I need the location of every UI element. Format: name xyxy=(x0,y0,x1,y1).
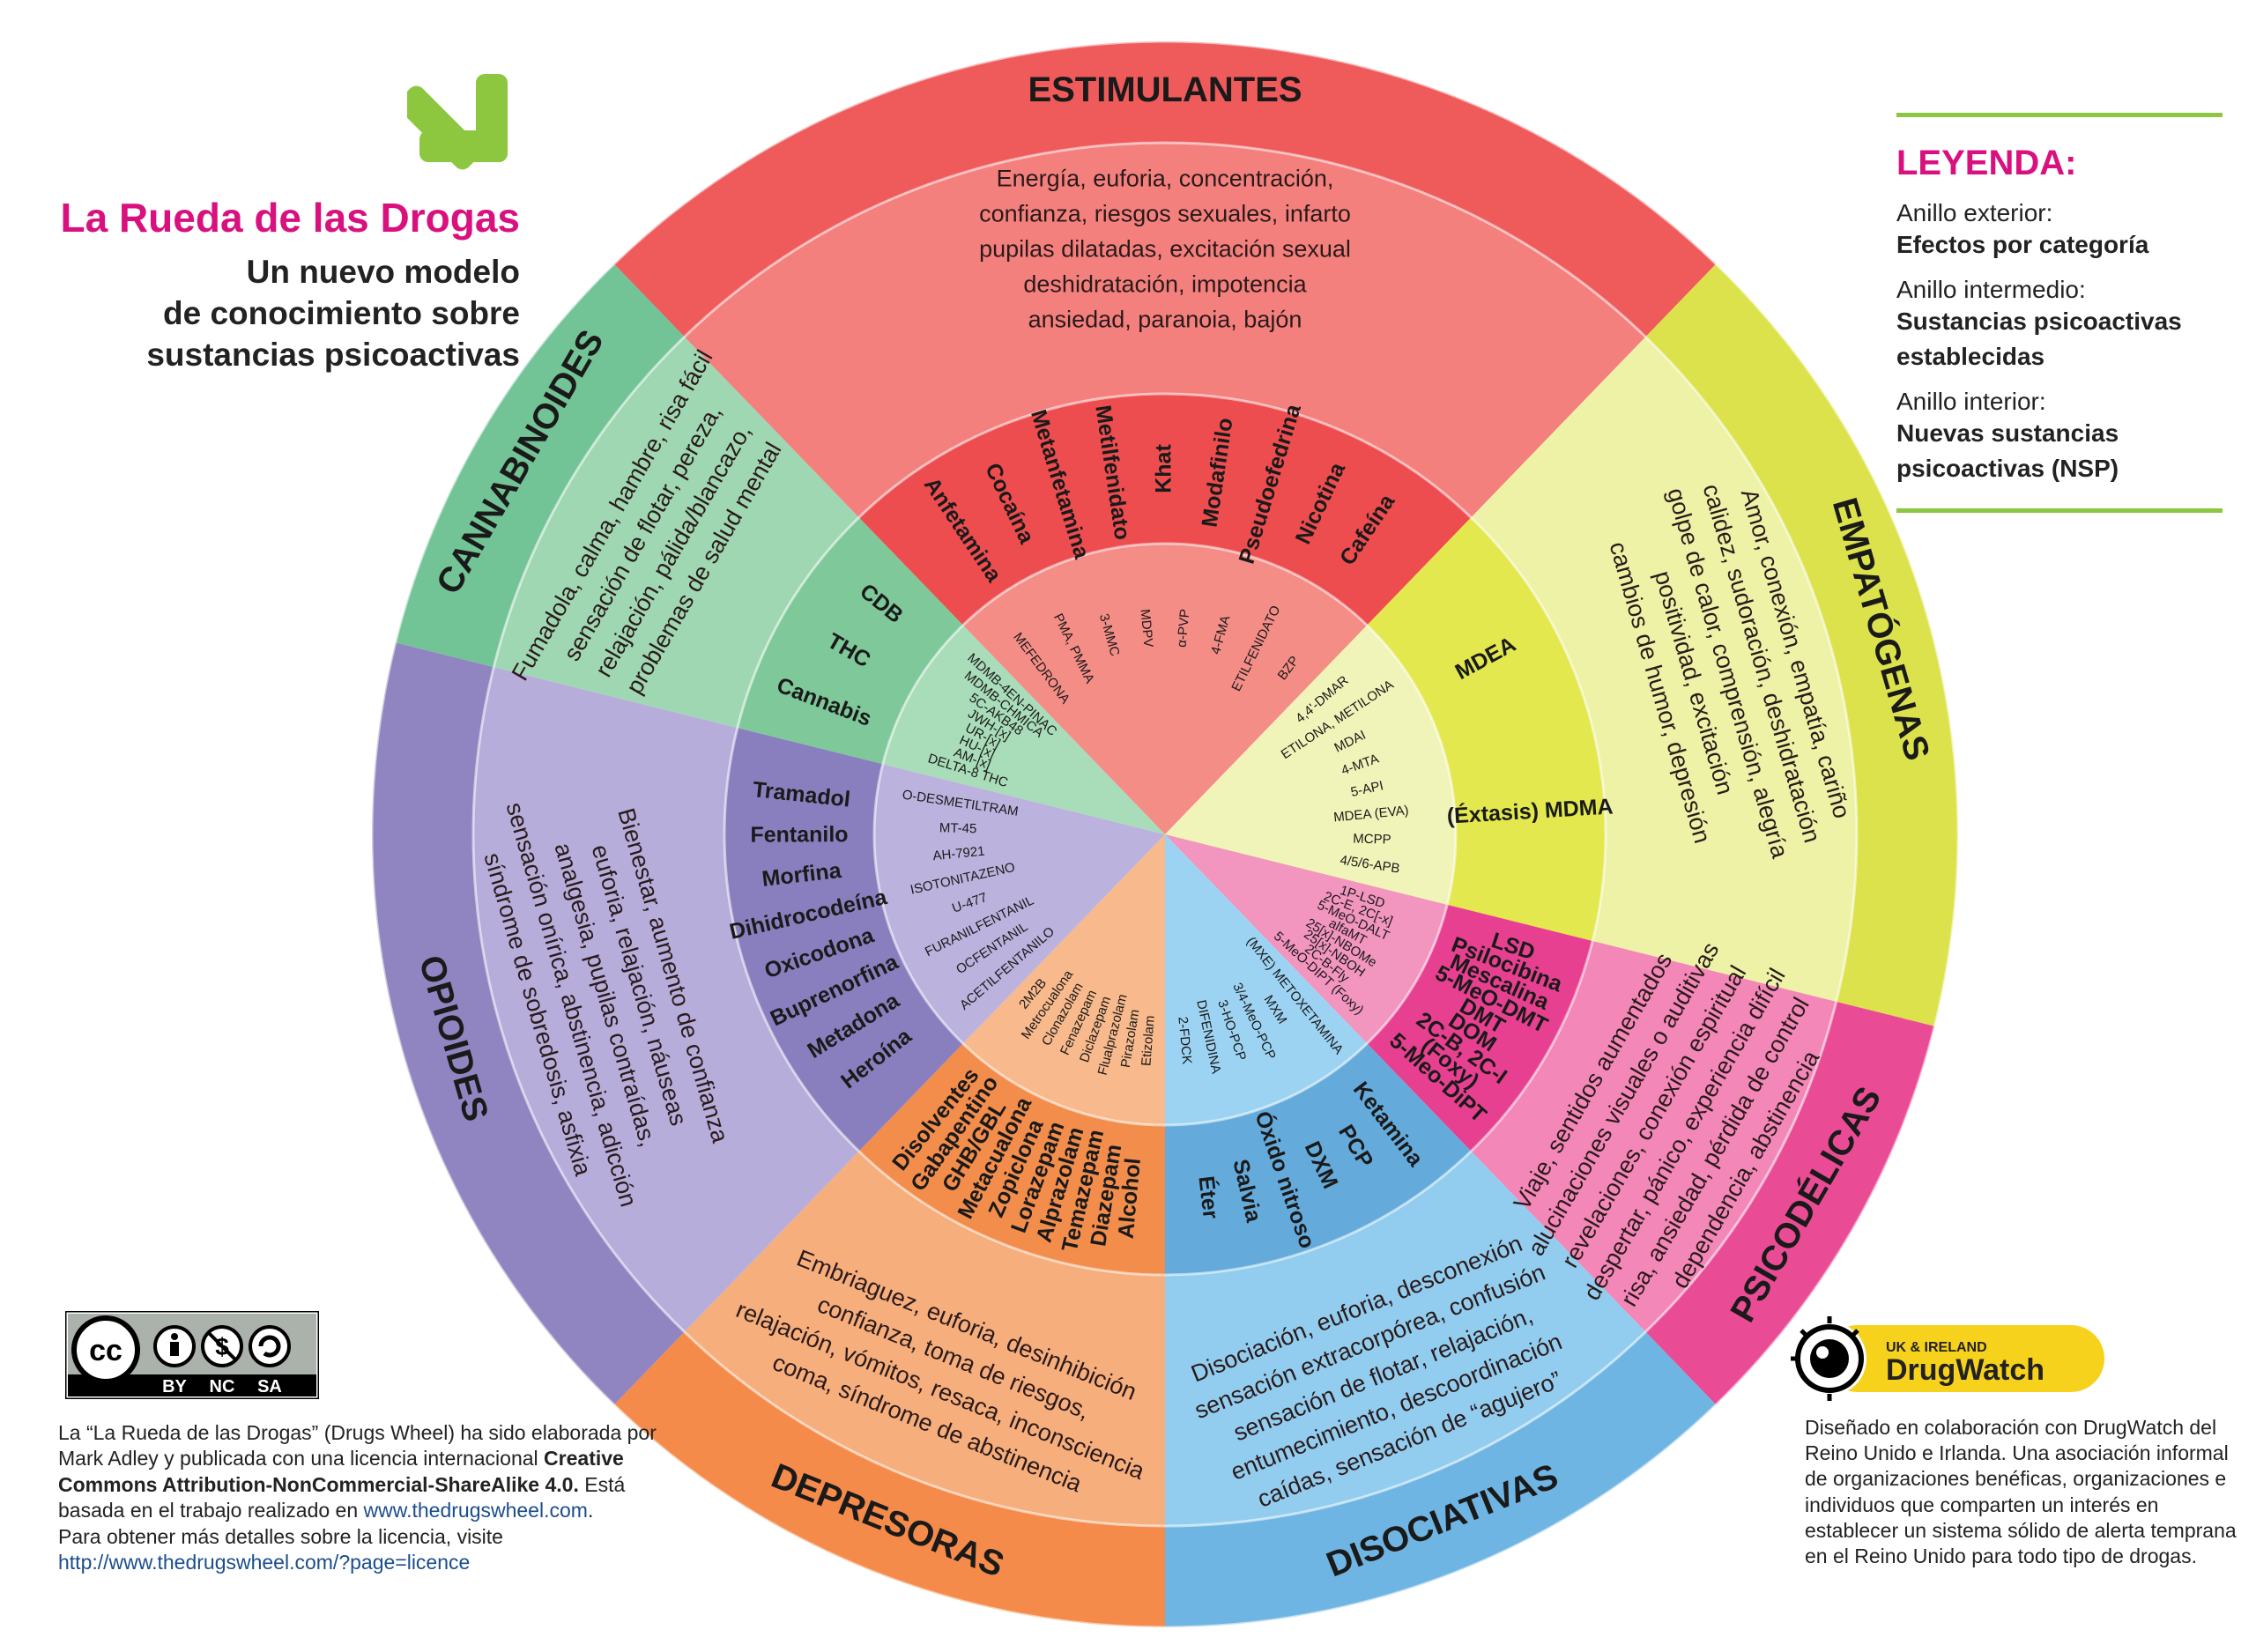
collab-line: de organizaciones benéficas, organizacio… xyxy=(1805,1467,2227,1491)
established-substance: Khat xyxy=(1152,444,1176,493)
license-line: La “La Rueda de las Drogas” (Drugs Wheel… xyxy=(58,1421,657,1444)
cc-sa-label: SA xyxy=(257,1377,282,1396)
legend-inner-label: Anillo interior: xyxy=(1896,387,2046,415)
cc-license-badge-icon: cc $ BY NC SA xyxy=(65,1311,319,1399)
subtitle-line: sustancias psicoactivas xyxy=(146,336,520,373)
page-subtitle: Un nuevo modelo de conocimiento sobre su… xyxy=(18,252,520,376)
sector-established-ring xyxy=(1165,1043,1472,1275)
license-line: Commons Attribution-NonCommercial-ShareA… xyxy=(58,1472,675,1498)
sector-nps-ring xyxy=(1165,834,1368,1125)
sector-outer-ring xyxy=(1645,263,1958,1026)
sector-outer-ring xyxy=(613,1331,1165,1627)
sector-effects-ring xyxy=(684,142,1646,518)
legend: LEYENDA: Anillo exterior: Efectos por ca… xyxy=(1896,113,2223,513)
legend-middle-value-line: Sustancias psicoactivas xyxy=(1896,307,2182,335)
sector-outer-ring xyxy=(395,263,685,668)
sector-effects-ring xyxy=(1165,1151,1646,1526)
sector-effects-ring xyxy=(494,337,859,729)
drugwatch-small-label: UK & IRELAND xyxy=(1886,1340,1987,1355)
drugwatch-logo: UK & IRELAND DrugWatch xyxy=(1791,1316,2104,1401)
legend-inner-value-line: psicoactivas (NSP) xyxy=(1896,455,2119,483)
license-line: basada en el trabajo realizado en www.th… xyxy=(58,1499,594,1522)
collab-line: Diseñado en colaboración con DrugWatch d… xyxy=(1805,1416,2217,1439)
legend-bottom-bar xyxy=(1896,507,2223,513)
collab-line: Reino Unido e Irlanda. Una asociación in… xyxy=(1805,1441,2229,1465)
sector-outer-ring xyxy=(613,41,1717,337)
effects-line: ansiedad, paranoia, bajón xyxy=(1028,307,1302,333)
sector-outer-ring xyxy=(1165,1331,1717,1627)
drugwatch-name: DrugWatch xyxy=(1886,1353,2044,1387)
nps-substance: MT-45 xyxy=(939,820,977,836)
category-title: ESTIMULANTES xyxy=(1028,70,1302,109)
sector-effects-ring xyxy=(1471,337,1857,1002)
ring-separator xyxy=(370,40,1960,1629)
license-name: Commons Attribution-NonCommercial-ShareA… xyxy=(58,1472,579,1496)
established-substance: Éter xyxy=(1193,1174,1223,1220)
collab-line: individuos que comparten un interés en xyxy=(1805,1493,2159,1516)
sector-nps-ring xyxy=(882,625,1165,834)
ring-separator xyxy=(471,141,1859,1528)
legend-outer-label: Anillo exterior: xyxy=(1896,199,2053,226)
nps-substance: Etizolam xyxy=(1139,1015,1157,1067)
legend-middle-value: Sustancias psicoactivas establecidas xyxy=(1896,304,2223,375)
drugswheel-link[interactable]: www.thedrugswheel.com xyxy=(363,1499,588,1522)
sector-established-ring xyxy=(737,517,963,765)
licence-link[interactable]: http://www.thedrugswheel.com/?page=licen… xyxy=(58,1551,471,1574)
license-line: Mark Adley y publicada con una licencia … xyxy=(58,1446,675,1471)
legend-middle-label: Anillo intermedio: xyxy=(1896,275,2086,303)
collaboration-text: Diseñado en colaboración con DrugWatch d… xyxy=(1805,1415,2245,1569)
cc-glyph: cc xyxy=(89,1334,122,1367)
nps-substance: MDPV xyxy=(1138,609,1156,648)
sector-established-ring xyxy=(858,393,1472,626)
effects-line: pupilas dilatadas, excitación sexual xyxy=(979,236,1351,263)
cc-nc-label: NC xyxy=(210,1377,235,1396)
sector-established-ring xyxy=(1367,517,1606,941)
ring-separator xyxy=(872,542,1458,1127)
ring-separator xyxy=(723,392,1607,1277)
sector-nps-ring xyxy=(1165,625,1456,905)
license-line-text: basada en el trabajo realizado en xyxy=(58,1499,359,1522)
effects-line: Energía, euforia, concentración, xyxy=(997,166,1334,192)
arrow-logo-icon xyxy=(407,74,508,170)
nps-substance: AH-7921 xyxy=(932,844,986,864)
effects-line: deshidratación, impotencia xyxy=(1023,271,1307,298)
cc-by-label: BY xyxy=(162,1377,187,1396)
license-line-text: Está xyxy=(584,1472,626,1496)
sector-established-ring xyxy=(858,1043,1165,1275)
legend-inner-value-line: Nuevas sustancias xyxy=(1896,419,2119,447)
legend-top-bar xyxy=(1896,113,2223,117)
legend-inner-value: Nuevas sustancias psicoactivas (NSP) xyxy=(1896,416,2223,487)
sector-effects-ring xyxy=(684,1151,1165,1526)
established-substance: Fentanilo xyxy=(750,822,848,847)
license-line: Para obtener más detalles sobre la licen… xyxy=(58,1524,503,1548)
sector-nps-ring xyxy=(874,764,1165,1044)
legend-middle-value-line: establecidas xyxy=(1896,343,2045,371)
legend-title: LEYENDA: xyxy=(1896,144,2077,182)
subtitle-line: Un nuevo modelo xyxy=(246,254,520,290)
sector-established-ring xyxy=(1367,904,1593,1152)
sector-outer-ring xyxy=(371,642,685,1405)
sector-established-ring xyxy=(724,728,963,1152)
sector-outer-ring xyxy=(1645,1001,1935,1405)
sector-nps-ring xyxy=(962,834,1165,1125)
sector-effects-ring xyxy=(1471,940,1837,1332)
license-name: Creative xyxy=(544,1447,624,1471)
nps-substance: α-PVP xyxy=(1175,608,1193,648)
sector-effects-ring xyxy=(473,667,859,1332)
sector-nps-ring xyxy=(1165,834,1448,1044)
collab-line: en el Reino Unido para todo tipo de drog… xyxy=(1805,1545,2197,1568)
license-line-text: Mark Adley y publicada con una licencia … xyxy=(58,1447,538,1471)
collab-line: establecer un sistema sólido de alerta t… xyxy=(1805,1518,2237,1542)
sector-nps-ring xyxy=(962,543,1368,834)
license-text: La “La Rueda de las Drogas” (Drugs Wheel… xyxy=(58,1420,675,1576)
page-title: La Rueda de las Drogas xyxy=(60,195,521,241)
legend-outer-value: Efectos por categoría xyxy=(1896,231,2149,258)
subtitle-line: de conocimiento sobre xyxy=(162,294,520,331)
nps-substance: MCPP xyxy=(1353,832,1391,848)
nps-substance: 2-FDCK xyxy=(1175,1016,1194,1065)
effects-line: confianza, riesgos sexuales, infarto xyxy=(979,201,1351,227)
